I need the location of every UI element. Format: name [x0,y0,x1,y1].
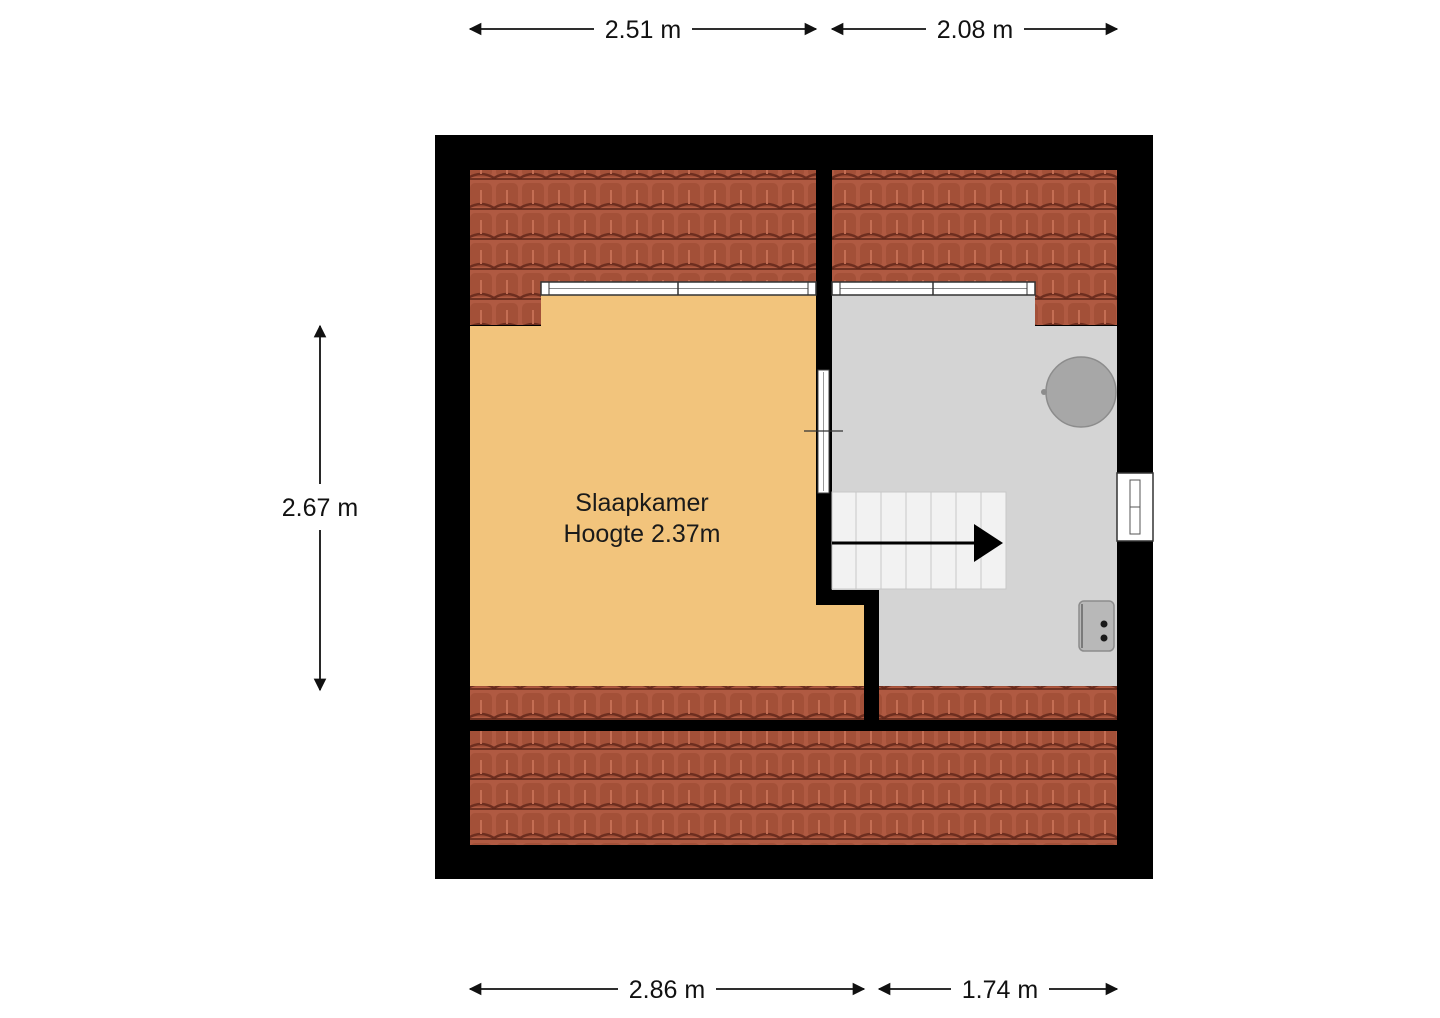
staircase[interactable] [831,491,1007,590]
dimension-label-top-right: 2.08 m [937,16,1013,44]
roof-tiles-mid-left [470,686,864,720]
dimension-left-vertical: 2.67 m [282,324,358,692]
separator-wall [470,720,1117,731]
dimension-top-left: 2.51 m [468,16,818,44]
door[interactable] [804,369,843,494]
stair-arrowhead [974,524,1003,562]
room-name-label: Slaapkamer [575,489,708,517]
dormer-window-right [831,281,1036,296]
side-window [1116,472,1154,542]
dimension-label-top-left: 2.51 m [605,16,681,44]
dormer-window-left [540,281,817,296]
dimension-top-right: 2.08 m [830,16,1119,44]
dimension-label-bottom-right: 1.74 m [962,976,1038,1004]
roof-tiles-bottom [470,731,1117,845]
boiler [1041,356,1117,428]
dimension-label-bottom-left: 2.86 m [629,976,705,1004]
dimension-bottom-right: 1.74 m [877,976,1119,1004]
room-height-label: Hoogte 2.37m [563,520,720,548]
dimension-label-left-vertical: 2.67 m [282,494,358,522]
dimension-bottom-left: 2.86 m [468,976,866,1004]
bedroom-floor[interactable] [470,295,864,686]
washing-machine-connection [1078,600,1115,652]
roof-tiles-mid-right [879,686,1117,720]
